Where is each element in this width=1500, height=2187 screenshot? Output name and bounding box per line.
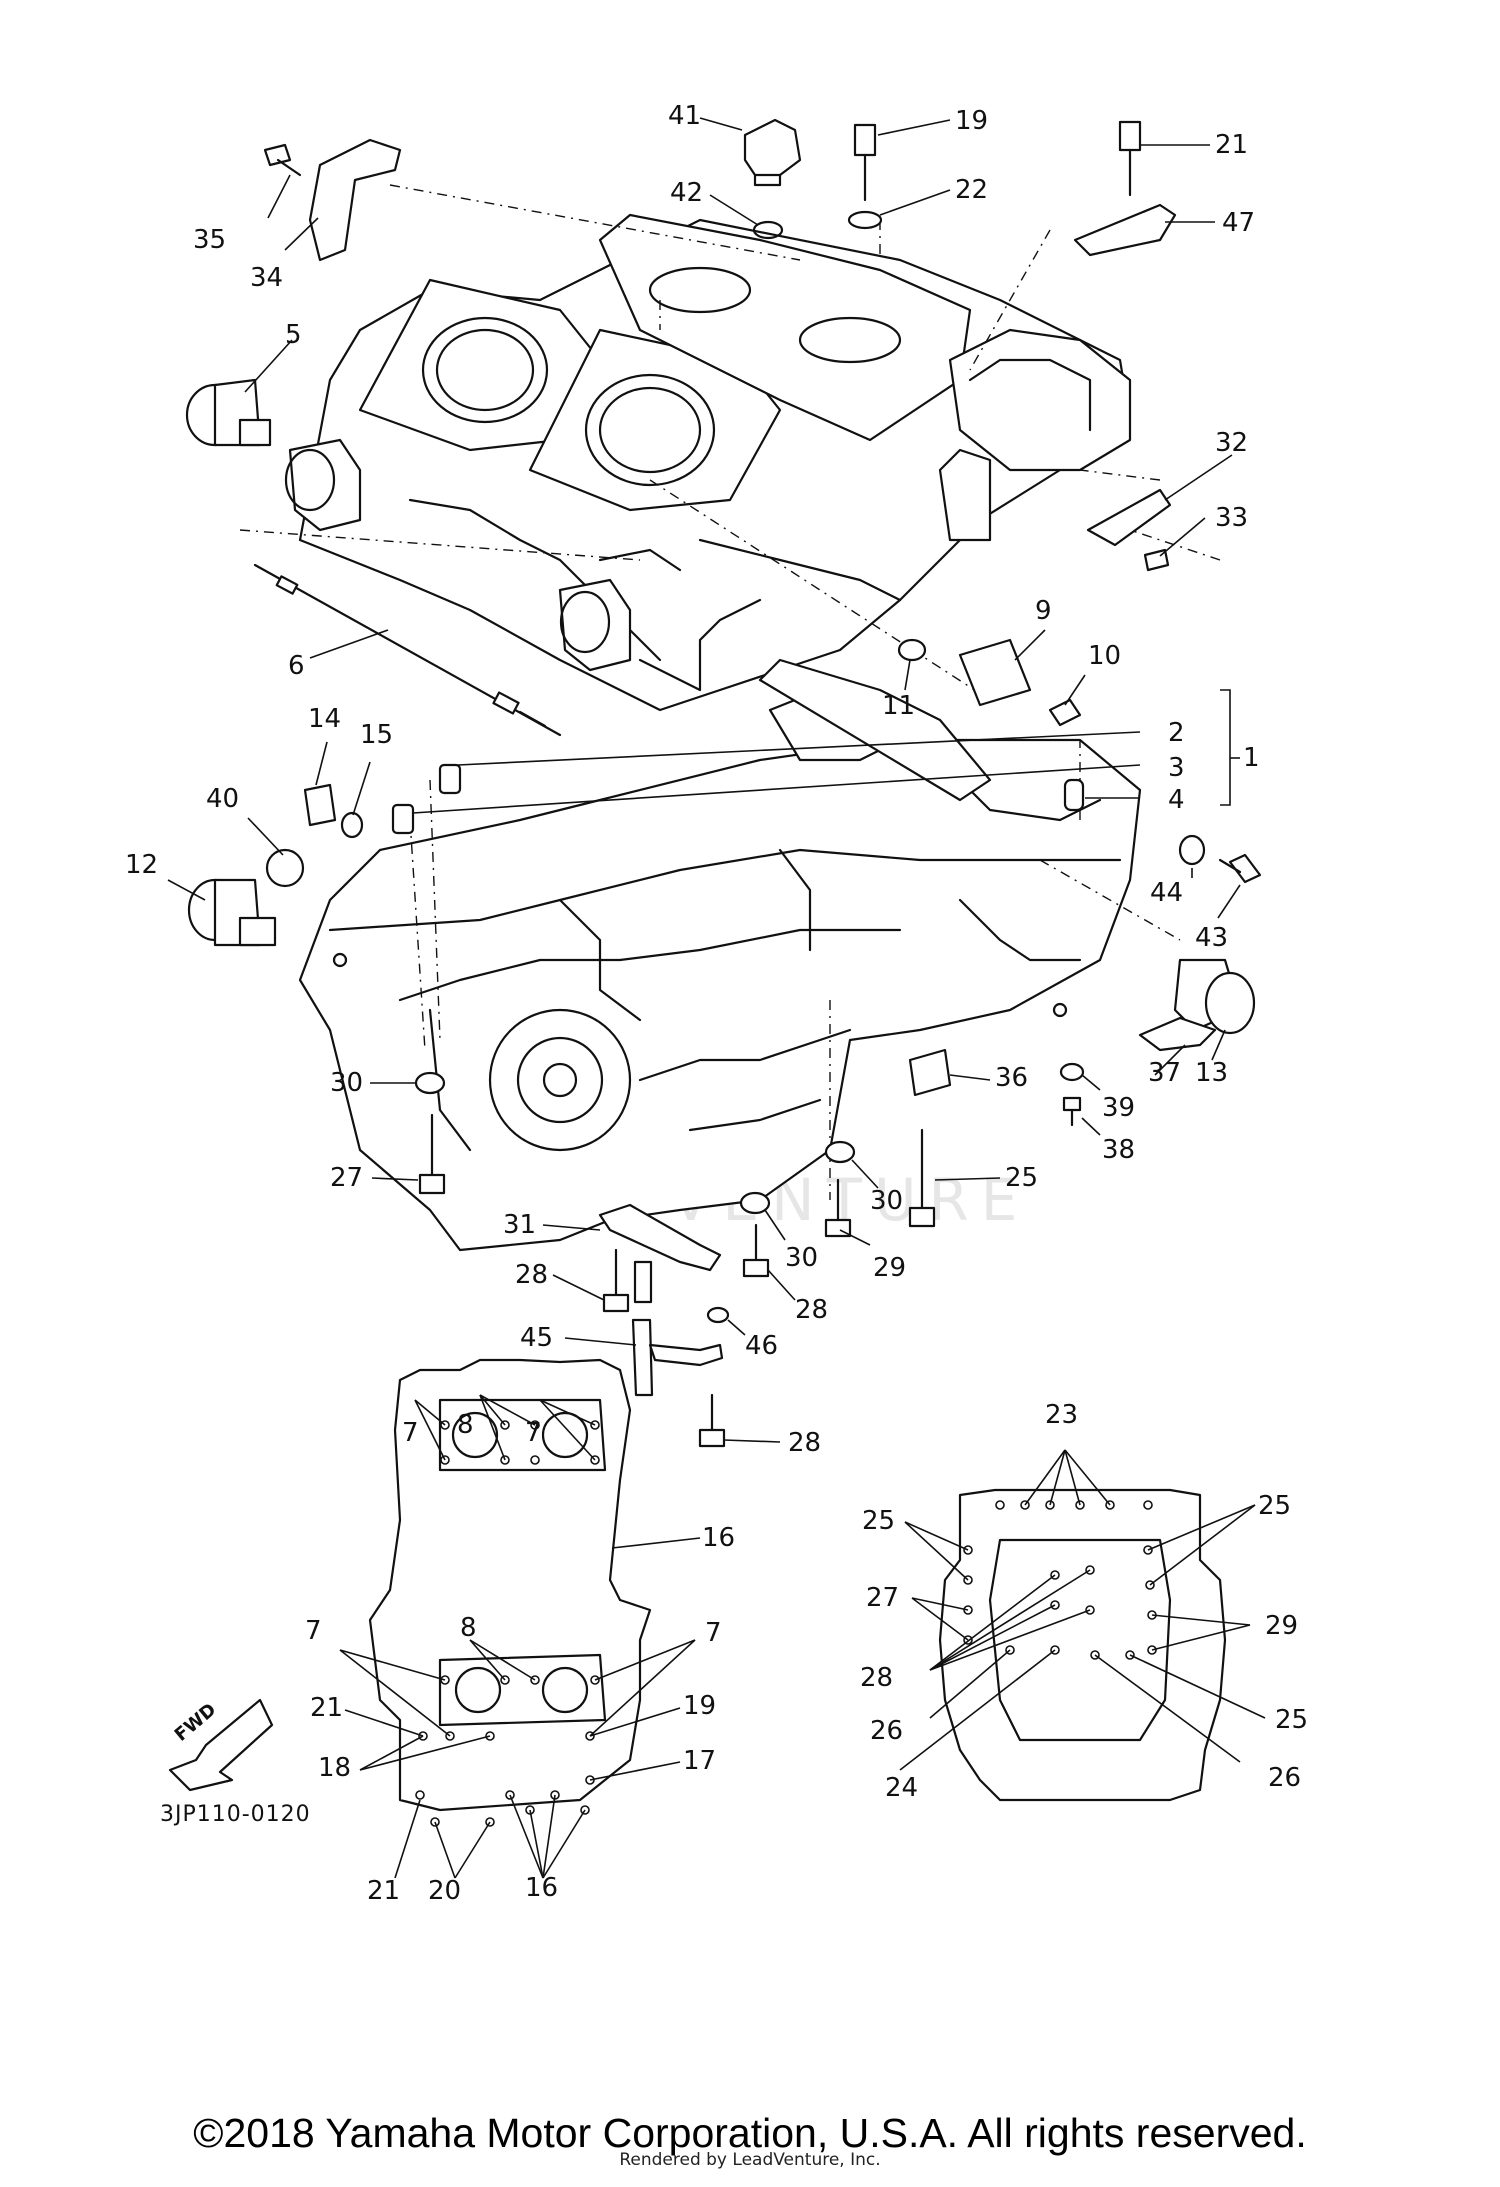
callout-45: 45 [520, 1323, 554, 1353]
callout-7-c: 7 [305, 1616, 322, 1646]
callout-10: 10 [1088, 641, 1122, 671]
callout-32: 32 [1215, 428, 1249, 458]
callout-36: 36 [995, 1063, 1029, 1093]
callout-40: 40 [206, 784, 240, 814]
callout-8-b: 8 [460, 1613, 477, 1643]
callout-25-a: 25 [862, 1506, 896, 1536]
callout-20: 20 [428, 1876, 462, 1906]
callout-19: 19 [955, 106, 989, 136]
callout-21-bottom: 21 [367, 1876, 401, 1906]
callout-47: 47 [1222, 208, 1256, 238]
torque-diagram-right [899, 1449, 1266, 1802]
callout-25-b: 25 [1258, 1491, 1292, 1521]
callout-7-a: 7 [402, 1418, 419, 1448]
callout-2: 2 [1168, 718, 1185, 748]
callout-13: 13 [1195, 1058, 1229, 1088]
callout-25: 25 [1005, 1163, 1039, 1193]
callout-25-c: 25 [1275, 1705, 1309, 1735]
callout-14: 14 [308, 704, 342, 734]
callout-41: 41 [668, 101, 702, 131]
callout-3: 3 [1168, 753, 1185, 783]
callout-30-low: 30 [785, 1243, 819, 1273]
callout-15: 15 [360, 720, 394, 750]
leader-lines [167, 117, 1241, 1443]
callout-28-left: 28 [515, 1260, 549, 1290]
callout-31: 31 [503, 1210, 537, 1240]
fwd-arrow [168, 1698, 274, 1792]
callout-39: 39 [1102, 1093, 1136, 1123]
callout-28-right-diag: 28 [860, 1663, 894, 1693]
callout-23: 23 [1045, 1400, 1079, 1430]
drawing-code: 3JP110-0120 [160, 1802, 311, 1827]
upper-crankcase [284, 213, 1132, 712]
callout-6: 6 [288, 651, 305, 681]
callout-27: 27 [330, 1163, 364, 1193]
assembly-lines [239, 184, 1221, 1200]
callout-26-a: 26 [870, 1716, 904, 1746]
callout-30-left: 30 [330, 1068, 364, 1098]
callout-1: 1 [1243, 743, 1260, 773]
callout-21-left: 21 [310, 1693, 344, 1723]
copyright-notice: ©2018 Yamaha Motor Corporation, U.S.A. A… [193, 2110, 1307, 2156]
small-parts [185, 118, 1262, 1448]
callout-37: 37 [1148, 1058, 1182, 1088]
callout-7-d: 7 [705, 1618, 722, 1648]
callout-38: 38 [1102, 1135, 1136, 1165]
callout-28-right: 28 [795, 1295, 829, 1325]
callout-43: 43 [1195, 923, 1229, 953]
callout-9: 9 [1035, 596, 1052, 626]
callout-7-b: 7 [525, 1418, 542, 1448]
callout-17: 17 [683, 1746, 717, 1776]
callout-8-a: 8 [457, 1410, 474, 1440]
callout-18: 18 [318, 1753, 352, 1783]
rendered-by-notice: Rendered by LeadVenture, Inc. [619, 2150, 881, 2170]
callout-12: 12 [125, 850, 159, 880]
callout-42: 42 [670, 178, 704, 208]
callout-33: 33 [1215, 503, 1249, 533]
callout-34: 34 [250, 263, 284, 293]
callout-29-right: 29 [1265, 1611, 1299, 1641]
callout-24: 24 [885, 1773, 919, 1803]
callout-29: 29 [873, 1253, 907, 1283]
callout-21-top: 21 [1215, 130, 1249, 160]
callout-16-bottom: 16 [525, 1873, 559, 1903]
callout-35: 35 [193, 225, 227, 255]
callout-16-top: 16 [702, 1523, 736, 1553]
callout-11: 11 [882, 691, 916, 721]
callout-26-b: 26 [1268, 1763, 1302, 1793]
callout-5: 5 [285, 320, 302, 350]
torque-diagram-left [339, 1358, 701, 1879]
callout-22: 22 [955, 175, 989, 205]
callout-19-left: 19 [683, 1691, 717, 1721]
callout-46: 46 [745, 1331, 779, 1361]
lower-crankcase [298, 658, 1142, 1252]
callout-44: 44 [1150, 878, 1184, 908]
callout-27-right: 27 [866, 1583, 900, 1613]
callout-30-mid: 30 [870, 1186, 904, 1216]
callout-4: 4 [1168, 785, 1185, 815]
callout-28-bottom: 28 [788, 1428, 822, 1458]
